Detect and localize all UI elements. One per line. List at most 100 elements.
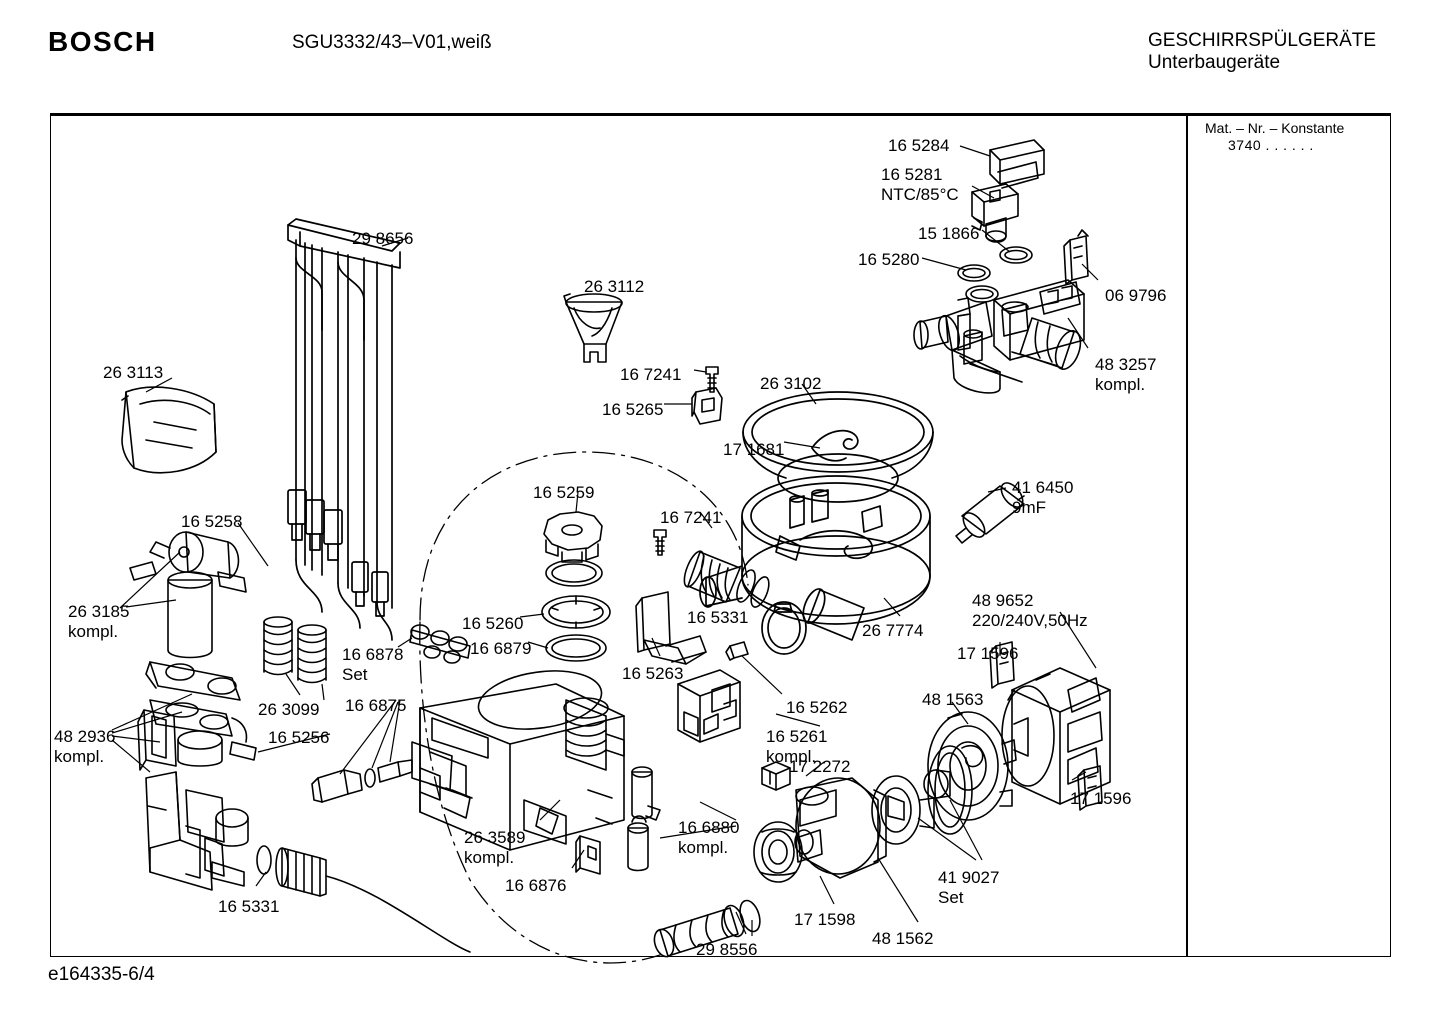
- part-label-16-5258: 16 5258: [181, 512, 242, 532]
- model-number: SGU3332/43–V01,weiß: [292, 32, 492, 53]
- part-code: 16 7241: [660, 508, 722, 527]
- part-label-26-3102: 26 3102: [760, 374, 821, 394]
- part-label-16-5262: 16 5262: [786, 698, 847, 718]
- part-code: 48 2936: [54, 727, 116, 746]
- part-code: 16 5331: [218, 897, 280, 916]
- part-note: Set: [342, 664, 368, 684]
- part-code: 06 9796: [1105, 286, 1167, 305]
- part-label-16-7241: 16 7241: [620, 365, 681, 385]
- part-code: 17 1681: [723, 440, 785, 459]
- part-label-48-1562: 48 1562: [872, 929, 933, 949]
- part-code: 48 1563: [922, 690, 984, 709]
- part-code: 41 6450: [1012, 478, 1074, 497]
- category-subtitle: Unterbaugeräte: [1148, 52, 1281, 73]
- part-code: 29 8556: [696, 940, 758, 959]
- drawing-id: e164335-6/4: [48, 964, 155, 985]
- part-label-17-2272: 17 2272: [789, 757, 850, 777]
- part-code: 17 1596: [1070, 789, 1132, 808]
- part-label-15-1866: 15 1866: [918, 224, 979, 244]
- part-code: 48 3257: [1095, 355, 1157, 374]
- part-code: 26 3112: [584, 277, 645, 296]
- part-label-17-1596: 17 1596: [957, 644, 1018, 664]
- part-label-16-5284: 16 5284: [888, 136, 949, 156]
- part-code: 16 5280: [858, 250, 920, 269]
- part-code: 16 5331: [687, 608, 749, 627]
- part-label-16-5260: 16 5260: [462, 614, 523, 634]
- part-label-16-7241: 16 7241: [660, 508, 721, 528]
- part-code: 16 5284: [888, 136, 950, 155]
- part-label-26-7774: 26 7774: [862, 621, 923, 641]
- part-label-16-5263: 16 5263: [622, 664, 683, 684]
- part-code: 26 3185: [68, 602, 130, 621]
- part-label-16-6876: 16 6876: [505, 876, 566, 896]
- part-code: 16 6876: [505, 876, 567, 895]
- part-note: kompl.: [68, 621, 119, 641]
- part-code: 16 5265: [602, 400, 664, 419]
- part-label-29-8556: 29 8556: [696, 940, 757, 960]
- part-label-26-3113: 26 3113: [103, 363, 163, 383]
- part-label-16-6879: 16 6879: [470, 639, 531, 659]
- part-code: 17 1598: [794, 910, 856, 929]
- part-code: 16 5256: [268, 728, 330, 747]
- part-note: kompl.: [766, 746, 817, 766]
- part-code: 16 6878: [342, 645, 404, 664]
- part-code: 17 1596: [957, 644, 1019, 663]
- part-label-16-5265: 16 5265: [602, 400, 663, 420]
- part-label-16-5331: 16 5331: [687, 608, 748, 628]
- part-code: 16 6875: [345, 696, 407, 715]
- mat-nr-konstante-title: Mat. – Nr. – Konstante: [1205, 120, 1345, 136]
- part-code: 17 2272: [789, 757, 851, 776]
- part-label-16-5259: 16 5259: [533, 483, 594, 503]
- part-note: kompl.: [54, 746, 105, 766]
- part-code: 26 3099: [258, 700, 320, 719]
- part-note: kompl.: [1095, 374, 1146, 394]
- part-code: 48 9652: [972, 591, 1034, 610]
- part-label-06-9796: 06 9796: [1105, 286, 1166, 306]
- mat-nr-konstante-value: 3740 . . . . . .: [1228, 137, 1314, 153]
- part-label-17-1596: 17 1596: [1070, 789, 1131, 809]
- part-code: 26 3113: [103, 363, 164, 382]
- part-code: 16 5258: [181, 512, 243, 531]
- part-code: 41 9027: [938, 868, 1000, 887]
- part-note: NTC/85°C: [881, 184, 959, 204]
- part-label-16-5331: 16 5331: [218, 897, 279, 917]
- part-code: 48 1562: [872, 929, 934, 948]
- part-note: 220/240V,50Hz: [972, 610, 1088, 630]
- part-code: 16 5263: [622, 664, 684, 683]
- part-code: 16 5260: [462, 614, 524, 633]
- frame-vertical-divider: [1186, 115, 1188, 957]
- part-label-26-3099: 26 3099: [258, 700, 319, 720]
- part-code: 15 1866: [918, 224, 980, 243]
- part-code: 16 5281: [881, 165, 943, 184]
- bosch-logo: BOSCH: [48, 26, 157, 57]
- part-code: 16 5262: [786, 698, 848, 717]
- part-code: 16 6879: [470, 639, 532, 658]
- part-code: 26 7774: [862, 621, 924, 640]
- part-code: 16 5261: [766, 727, 828, 746]
- part-label-17-1598: 17 1598: [794, 910, 855, 930]
- part-code: 16 7241: [620, 365, 682, 384]
- part-label-17-1681: 17 1681: [723, 440, 784, 460]
- part-label-16-5256: 16 5256: [268, 728, 329, 748]
- part-label-16-6875: 16 6875: [345, 696, 406, 716]
- part-label-26-3112: 26 3112: [584, 277, 644, 297]
- part-label-48-1563: 48 1563: [922, 690, 983, 710]
- category-title: GESCHIRRSPÜLGERÄTE: [1148, 30, 1377, 51]
- part-label-29-8656: 29 8656: [352, 229, 413, 249]
- part-code: 26 3589: [464, 828, 526, 847]
- part-code: 16 6880: [678, 818, 740, 837]
- part-code: 29 8656: [352, 229, 414, 248]
- part-note: Set: [938, 887, 964, 907]
- part-note: 9mF: [1012, 497, 1046, 517]
